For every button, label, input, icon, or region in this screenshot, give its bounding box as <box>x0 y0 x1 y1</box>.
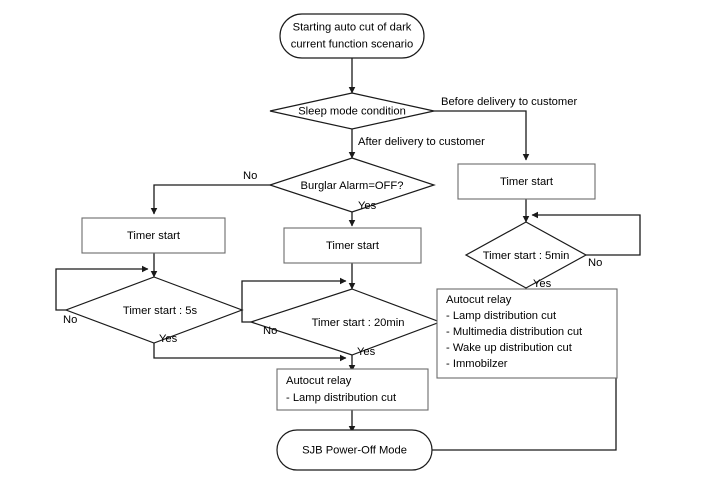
edge-label-5min-yes: Yes <box>533 278 552 290</box>
edge-label-5s-no: No <box>63 314 77 326</box>
edge-label-20min-yes: Yes <box>357 346 376 358</box>
edge-label-20min-no: No <box>263 325 277 337</box>
node-timer-5s-label: Timer start : 5s <box>123 305 198 317</box>
edge-20min-no-loop <box>241 277 347 323</box>
node-start-line1: Starting auto cut of dark <box>293 21 412 33</box>
node-start-line2: current function scenario <box>291 38 414 50</box>
node-timer-5s: Timer start : 5s <box>64 276 244 344</box>
edge-label-burglar-yes: Yes <box>358 200 377 212</box>
node-timer-20min: Timer start : 20min <box>249 288 442 356</box>
node-start: Starting auto cut of dark current functi… <box>279 13 425 59</box>
node-autocut-relay-lamp: Autocut relay - Lamp distribution cut <box>276 368 429 411</box>
node-sjb-power-off-label: SJB Power-Off Mode <box>302 444 407 456</box>
node-burglar-alarm-label: Burglar Alarm=OFF? <box>301 180 404 192</box>
node-autocut-relay-full: Autocut relay - Lamp distribution cut - … <box>436 288 618 379</box>
node-autocut-full-line-0: Autocut relay <box>446 294 512 306</box>
node-timer-start-right: Timer start <box>457 163 596 200</box>
node-autocut-full-line-1: - Lamp distribution cut <box>446 310 557 322</box>
node-autocut-lamp-line-1: - Lamp distribution cut <box>286 392 397 404</box>
edge-label-burglar-no: No <box>243 170 257 182</box>
edge-5s-no-loop <box>55 265 149 311</box>
node-timer-5min: Timer start : 5min <box>464 221 588 289</box>
node-timer-20min-label: Timer start : 20min <box>312 317 405 329</box>
edge-label-before-delivery: Before delivery to customer <box>441 96 577 108</box>
node-timer-start-left: Timer start <box>81 217 226 254</box>
node-timer-start-mid: Timer start <box>283 227 422 264</box>
node-sleep-mode-condition: Sleep mode condition <box>269 92 435 130</box>
node-autocut-full-line-2: - Multimedia distribution cut <box>446 326 583 338</box>
edge-autocutfull-to-sjb <box>432 378 617 451</box>
node-timer-5min-label: Timer start : 5min <box>483 250 570 262</box>
node-timer-start-left-label: Timer start <box>127 230 181 242</box>
node-autocut-full-line-3: - Wake up distribution cut <box>446 342 573 354</box>
node-burglar-alarm: Burglar Alarm=OFF? <box>268 157 436 213</box>
edge-5min-no-loop <box>531 211 641 256</box>
node-sleep-mode-label: Sleep mode condition <box>298 105 406 117</box>
node-sjb-power-off-mode: SJB Power-Off Mode <box>276 429 433 471</box>
node-timer-start-right-label: Timer start <box>500 176 554 188</box>
node-autocut-lamp-line-0: Autocut relay <box>286 375 352 387</box>
node-timer-start-mid-label: Timer start <box>326 240 380 252</box>
edge-label-5s-yes: Yes <box>159 333 178 345</box>
edge-sleep-before-delivery <box>434 110 530 161</box>
edge-5s-yes <box>153 343 347 362</box>
edge-label-5min-no: No <box>588 257 602 269</box>
edge-burglar-no <box>150 184 281 215</box>
node-autocut-full-line-4: - Immobilzer <box>446 358 508 370</box>
edge-label-after-delivery: After delivery to customer <box>358 136 485 148</box>
